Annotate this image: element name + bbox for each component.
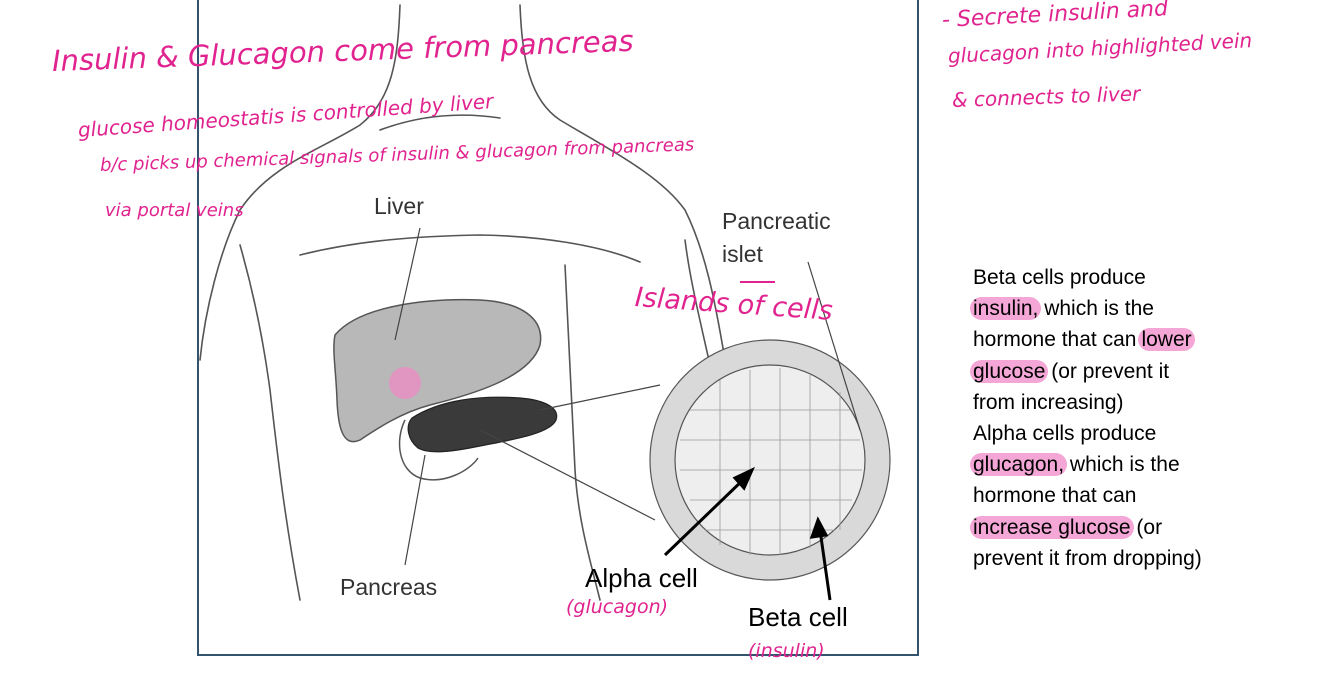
beta-line-4: glucose (or prevent it: [970, 356, 1318, 387]
highlight-glucagon: glucagon,: [970, 453, 1068, 477]
torso-outline: [199, 4, 401, 361]
beta-cell-label: Beta cell: [748, 602, 848, 632]
alpha-line-2-text: which is the: [1064, 453, 1180, 477]
pancreatic-label: Pancreatic: [722, 208, 831, 234]
alpha-line-4-text: (or: [1130, 515, 1163, 539]
pancreas-pointer: [404, 454, 426, 566]
pancreas-shape: [407, 396, 558, 453]
highlighted-vein: [389, 367, 421, 399]
islet-pointer: [807, 261, 861, 431]
alpha-line-5: prevent it from dropping): [973, 546, 1202, 570]
handwritten-insulin: (insulin): [748, 640, 825, 662]
islet-label: islet: [722, 241, 763, 267]
highlight-increase-glucose: increase glucose: [970, 515, 1134, 539]
handwritten-note-3: via portal veins: [105, 200, 244, 221]
alpha-line-4: increase glucose (or: [970, 512, 1318, 543]
beta-line-2: insulin, which is the: [970, 293, 1318, 324]
liver-label: Liver: [374, 193, 424, 219]
alpha-line-2: glucagon, which is the: [970, 449, 1318, 480]
islet-magnified: [649, 339, 891, 581]
highlight-insulin: insulin,: [970, 297, 1042, 321]
beta-line-1: Beta cells produce: [973, 266, 1146, 289]
alpha-arrow: [663, 476, 747, 557]
handwritten-glucagon: (glucagon): [566, 596, 669, 618]
beta-line-2-text: which is the: [1038, 297, 1154, 321]
beta-line-4-text: (or prevent it: [1045, 359, 1170, 383]
alpha-line-3: hormone that can: [973, 484, 1137, 508]
explanation-text: Beta cells produce insulin, which is the…: [970, 262, 1318, 574]
beta-line-5: from increasing): [973, 390, 1124, 414]
highlight-lower: lower: [1138, 328, 1195, 352]
alpha-line-1: Alpha cells produce: [973, 422, 1157, 446]
alpha-cell-label: Alpha cell: [585, 563, 698, 593]
pancreatic-islet-label: Pancreatic islet: [722, 205, 831, 271]
beta-arrow: [818, 529, 832, 601]
highlight-glucose: glucose: [970, 359, 1049, 383]
beta-line-3-text: hormone that can: [973, 328, 1137, 352]
pancreas-label: Pancreas: [340, 574, 438, 600]
liver-pointer: [394, 227, 421, 341]
liver-shape: [333, 298, 542, 443]
